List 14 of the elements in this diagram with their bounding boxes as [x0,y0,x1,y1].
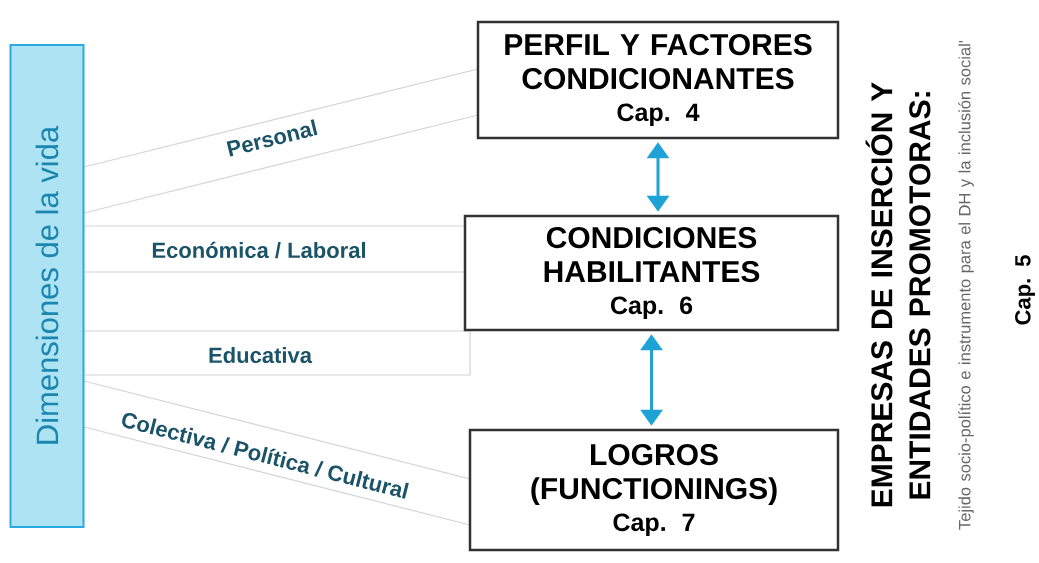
edge-label: Económica / Laboral [152,241,365,259]
process-box: CONDICIONES HABILITANTES Cap. 6 [463,214,840,332]
chapter-label: Cap. 5 [1015,255,1035,325]
edge-label: Educativa [209,346,313,364]
band [83,380,471,526]
band [83,329,471,376]
process-box: LOGROS (FUNCTIONINGS) Cap. 7 [468,428,840,552]
dimension-bar: Dimensiones de la vida [9,44,85,528]
subtitle: Tejido socio-político e instrumento para el DH y la inclusión social' [958,40,974,530]
edge-label: Colectiva / Política / Cultural [122,412,409,499]
heading: EMPRESAS DE INSERCIÓN Y ENTIDADES PROMOTORAS: [865,82,931,507]
band [83,68,479,214]
process-box: PERFIL Y FACTORES CONDICIONANTES Cap. 4 [476,20,840,140]
band [83,225,466,273]
